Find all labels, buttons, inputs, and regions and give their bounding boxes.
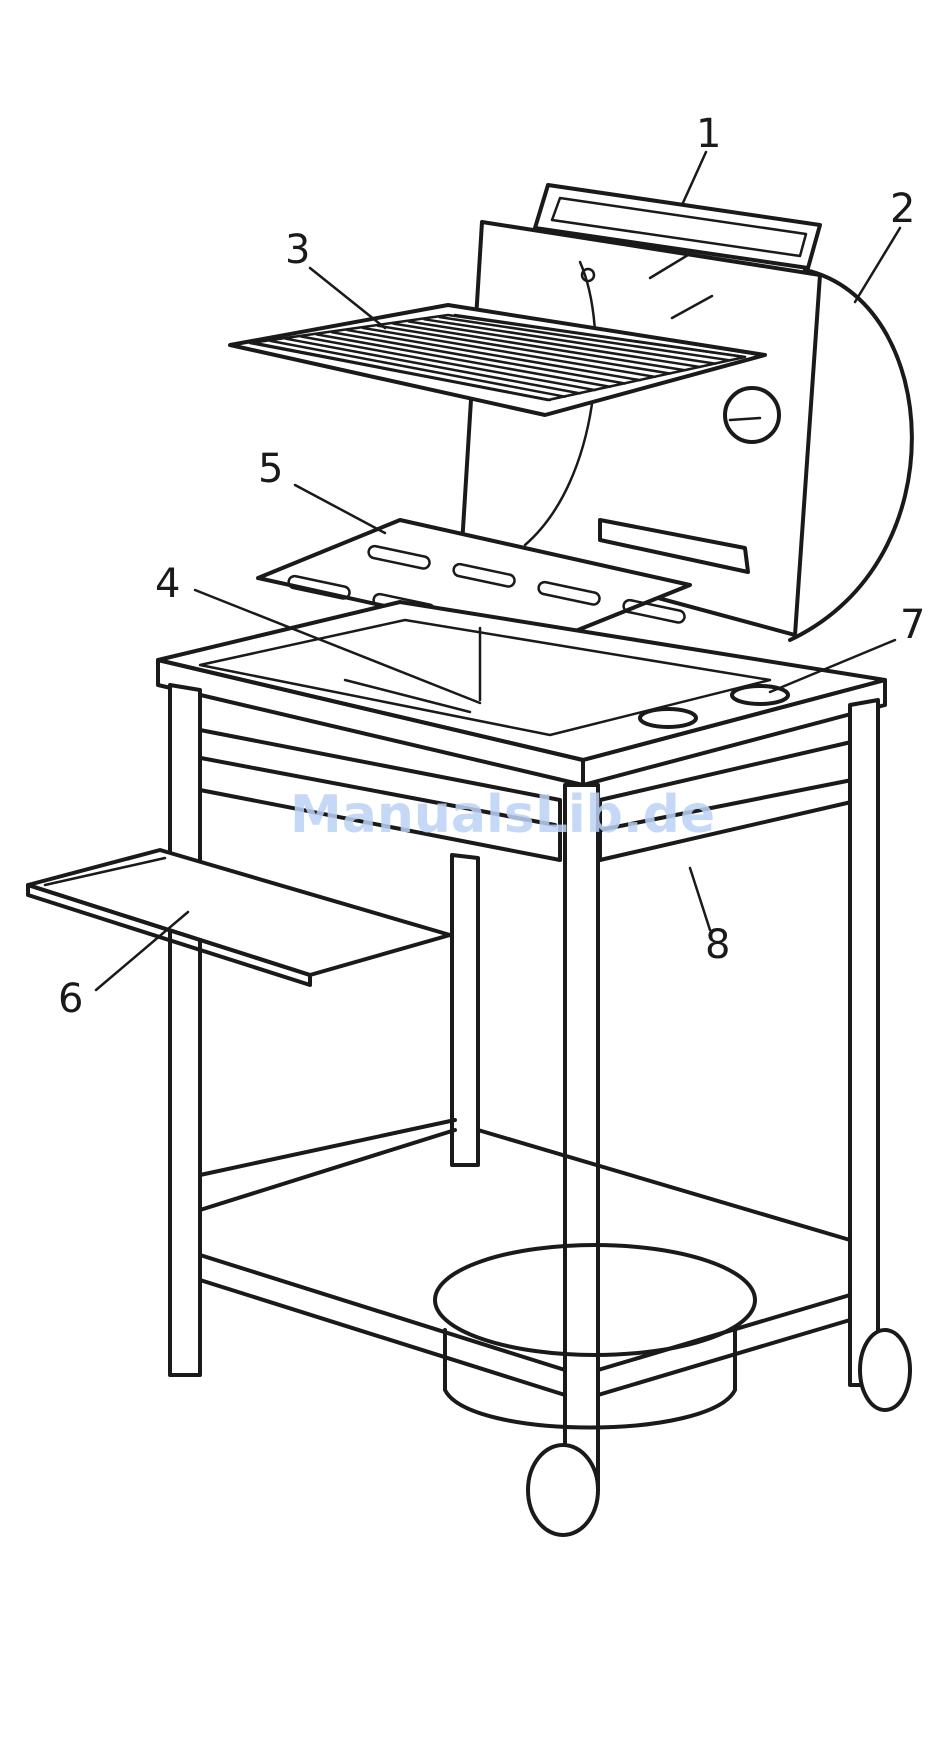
callout-number-2: 2 — [890, 186, 915, 232]
callout-number-3: 3 — [285, 227, 310, 273]
callout-leader-8 — [690, 868, 710, 930]
callout-leader-2 — [855, 228, 900, 302]
callout-number-1: 1 — [696, 111, 721, 157]
callout-number-5: 5 — [258, 446, 283, 492]
callout-number-7: 7 — [900, 602, 925, 648]
cooking-grate — [230, 305, 765, 415]
callout-number-4: 4 — [155, 561, 180, 607]
callout-leader-5 — [295, 485, 385, 533]
callout-leader-3 — [310, 268, 385, 328]
callout-number-8: 8 — [705, 922, 730, 968]
lid-handle — [535, 185, 820, 268]
callout-leader-1 — [682, 152, 706, 205]
callout-number-6: 6 — [58, 976, 83, 1022]
watermark: ManualsLib.de — [290, 785, 715, 845]
side-shelf — [28, 850, 450, 985]
